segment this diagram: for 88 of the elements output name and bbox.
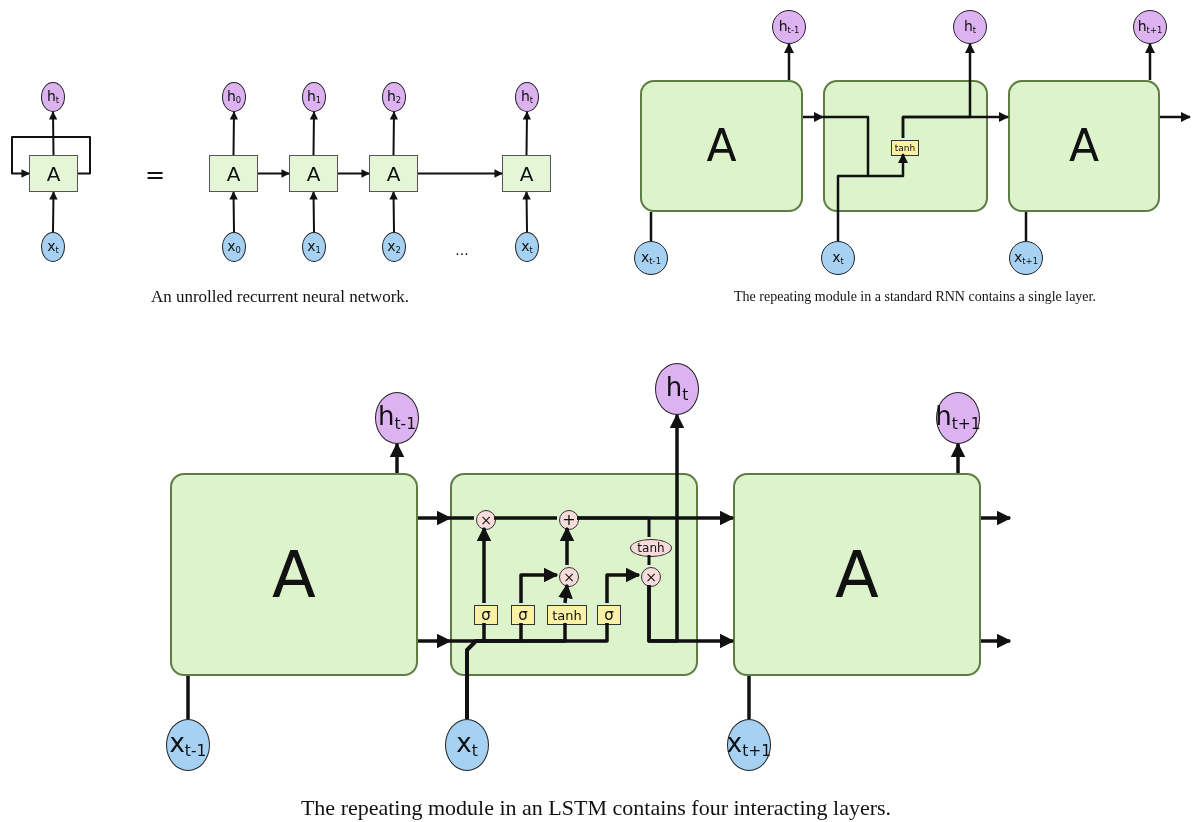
layer-box: tanh [891,140,919,156]
arrow [418,633,452,649]
pointwise-op-circle: + [559,510,579,530]
arrow [522,111,532,156]
arrow [418,510,452,526]
rnn-cell-box: A [289,155,338,192]
arrow [821,115,909,243]
input-circle: x$_{2}$ [382,232,406,262]
input-circle: x$_{t-1}$ [634,241,668,275]
arrow [309,191,318,233]
module-box: A [640,80,803,212]
input-circle: x$_{t-1}$ [166,719,210,771]
rnn-cell-box: A [209,155,258,192]
arrow [559,526,575,565]
hidden-state-circle: h$_{t}$ [953,10,987,44]
rnn-cell-box: A [502,155,551,192]
pointwise-op-circle: × [476,510,496,530]
arrow [49,191,58,233]
connector-line [577,516,651,537]
input-circle: x$_{t}$ [445,719,489,771]
connector-line [647,555,651,565]
arrow [417,169,503,178]
module-box [450,473,698,676]
arrow [519,567,559,603]
hidden-state-circle: h$_{2}$ [382,82,406,112]
hidden-state-circle: h$_{1}$ [302,82,326,112]
arrow [309,111,319,156]
arrow [1144,42,1156,80]
arrow [1160,111,1192,123]
hidden-state-circle: h$_{t-1}$ [772,10,806,44]
arrow [48,111,58,156]
module-box [823,80,988,212]
caption: The repeating module in an LSTM contains four interacting layers. [300,795,892,821]
layer-box: tanh [547,605,587,625]
pointwise-op-circle: × [559,567,579,587]
arrow [522,191,531,233]
arrow [11,136,91,178]
arrow [476,526,492,603]
arrow [981,633,1012,649]
hidden-state-circle: h$_{t+1}$ [936,392,980,444]
arrow [981,510,1012,526]
arrow [901,111,1010,138]
arrow [577,510,735,526]
layer-box: σ [511,605,535,625]
ellipsis: ... [455,242,469,258]
arrow [647,585,735,649]
input-circle: x$_{t+1}$ [1009,241,1043,275]
arrow [783,42,795,80]
module-box: A [170,473,418,676]
hidden-state-circle: h$_{t+1}$ [1133,10,1167,44]
layer-box: σ [597,605,621,625]
pointwise-op-circle: × [641,567,661,587]
hidden-state-circle: h$_{t}$ [515,82,539,112]
layer-box: σ [474,605,498,625]
hidden-state-circle: h$_{t}$ [655,363,699,415]
hidden-state-circle: h$_{0}$ [222,82,246,112]
arrow [257,169,290,178]
module-box: A [1008,80,1160,212]
caption: The repeating module in a standard RNN contains a single layer. [734,289,1096,305]
arrow [803,111,825,123]
equals-sign: = [144,161,166,189]
arrow [389,191,398,233]
arrow [337,169,370,178]
input-circle: x$_{t}$ [41,232,65,262]
arrow [229,191,238,233]
connector-line [448,516,559,520]
connector-line [1024,212,1028,241]
arrow [558,583,573,604]
arrow [605,567,641,603]
input-circle: x$_{t}$ [821,241,855,275]
input-circle: x$_{0}$ [222,232,246,262]
module-box: A [733,473,981,676]
arrow [229,111,239,156]
hidden-state-circle: h$_{t}$ [41,82,65,112]
input-circle: x$_{t}$ [515,232,539,262]
arrow [389,442,405,473]
tanh-ellipse: tanh [630,539,672,557]
caption: An unrolled recurrent neural network. [150,287,410,307]
connector-line [649,212,653,241]
rnn-cell-box: A [369,155,418,192]
arrow [950,442,966,473]
connector-line [186,676,190,719]
rnn-cell-box: A [29,155,78,192]
connector-line [747,676,751,719]
hidden-state-circle: h$_{t-1}$ [375,392,419,444]
input-circle: x$_{t+1}$ [727,719,771,771]
arrow [389,111,399,156]
input-circle: x$_{1}$ [302,232,326,262]
